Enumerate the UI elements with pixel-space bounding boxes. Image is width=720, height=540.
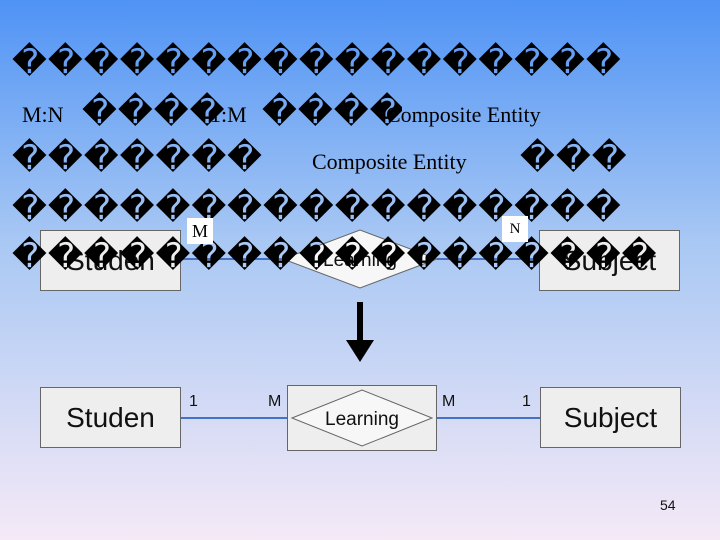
bottom-entity-student: Studen <box>40 387 181 448</box>
bottom-label-m-right: M <box>442 393 456 410</box>
bottom-label-1-left: 1 <box>189 393 198 410</box>
top-entity-subject-label: Subject <box>562 244 657 276</box>
top-entity-student: Studen <box>40 230 181 291</box>
top-diamond-shape <box>281 229 439 289</box>
down-arrow-icon <box>346 302 374 362</box>
text-line-2-onem: 1:M <box>210 102 247 127</box>
bottom-diamond-label: Learning <box>325 409 399 430</box>
bottom-entity-student-label: Studen <box>66 401 155 433</box>
top-diamond-label: Learning <box>323 250 397 271</box>
text-line-1: ����������������� <box>12 42 622 82</box>
text-line-2-mn: M:N <box>22 102 64 127</box>
top-relationship-diamond: Learning <box>181 229 539 289</box>
top-label-m: M <box>187 218 213 244</box>
top-entity-subject: Subject <box>539 230 680 291</box>
bottom-entity-subject-label: Subject <box>563 401 658 433</box>
text-line-3-garble-b: ��� <box>520 138 628 178</box>
text-line-4: ����������������� <box>12 188 622 228</box>
page-number: 54 <box>660 497 676 513</box>
bottom-label-m-left: M <box>268 393 282 410</box>
text-line-2-garble-a: ���� <box>82 92 226 132</box>
bottom-label-1-right: 1 <box>522 393 531 410</box>
text-line-2-composite: Composite Entity <box>386 102 541 127</box>
text-line-2-garble-b: �������� <box>262 92 402 132</box>
top-entity-student-label: Studen <box>66 244 155 276</box>
bottom-associative-entity: Learning <box>287 385 437 451</box>
bottom-diamond: Learning <box>290 389 434 447</box>
text-line-3-garble-a: ������� <box>12 138 264 178</box>
bottom-entity-subject: Subject <box>540 387 681 448</box>
top-label-n: N <box>502 216 528 242</box>
text-line-5: ������������������ <box>12 236 658 276</box>
text-line-3-composite: Composite Entity <box>312 149 467 174</box>
